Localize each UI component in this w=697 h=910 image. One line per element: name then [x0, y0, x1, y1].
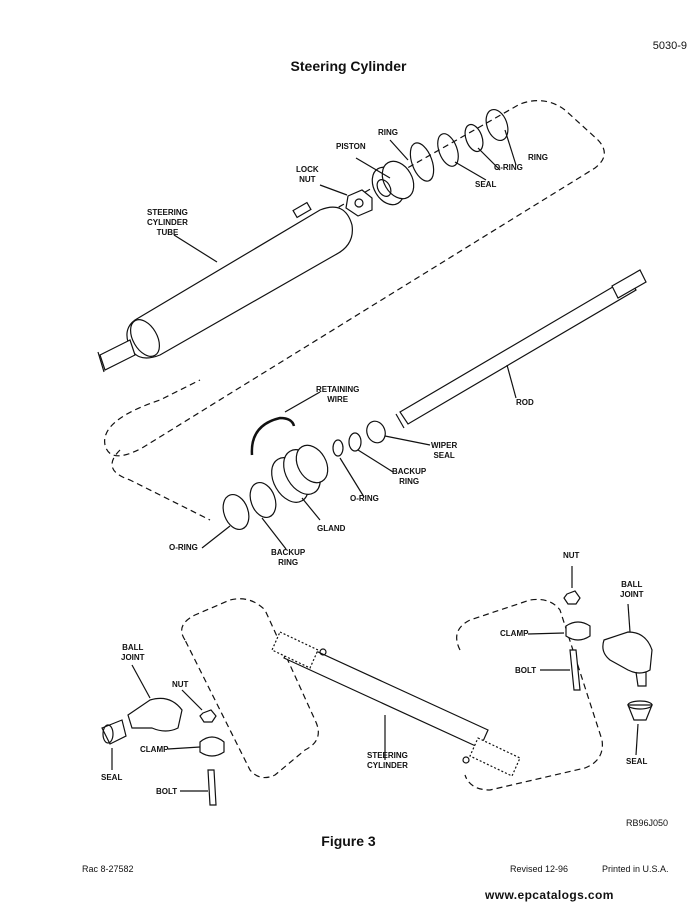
ring-right-shape	[485, 108, 509, 142]
label-rod: ROD	[516, 398, 534, 407]
assembly-path-lower	[111, 449, 211, 521]
label-steering-cylinder: STEERING CYLINDER	[367, 751, 408, 770]
cylinder-tube-shape	[97, 201, 353, 373]
label-lock-nut: LOCK NUT	[296, 165, 319, 184]
assembly-path-left	[181, 598, 319, 779]
ball-joint-left-shape	[127, 697, 183, 732]
seal-left-shape	[101, 719, 127, 745]
label-o-ring-left: O-RING	[169, 543, 198, 552]
steering-cylinder-shape	[271, 631, 521, 777]
page-number: 5030-9	[652, 40, 687, 52]
drawing-code: RB96J050	[626, 818, 669, 828]
assembly-path-upper	[104, 100, 605, 457]
label-ball-joint-right: BALL JOINT	[620, 580, 644, 599]
o-ring-left-shape	[222, 493, 250, 531]
backup-ring-left-shape	[249, 481, 277, 519]
label-nut-right: NUT	[563, 551, 580, 560]
clamp-right-shape	[565, 621, 591, 641]
label-piston: PISTON	[336, 142, 366, 151]
label-bolt-left: BOLT	[156, 787, 178, 796]
label-backup-ring-left: BACKUP RING	[271, 548, 306, 567]
nut-left-shape	[199, 709, 217, 723]
watermark-url: www.epcatalogs.com	[485, 888, 614, 902]
label-ring-top: RING	[378, 128, 398, 137]
rod-shape	[395, 269, 647, 429]
wiper-seal-shape	[366, 420, 386, 444]
ball-joint-right-shape	[602, 631, 653, 674]
label-seal-left: SEAL	[101, 773, 123, 782]
nut-right-shape	[563, 590, 581, 605]
label-ring-right: RING	[528, 153, 548, 162]
piston-shape	[371, 160, 415, 206]
ring-shape	[409, 142, 435, 182]
label-gland: GLAND	[317, 524, 346, 533]
clamp-left-shape	[199, 736, 225, 757]
retaining-wire-shape	[250, 416, 296, 456]
assembly-path-right	[456, 598, 603, 791]
label-clamp-right: CLAMP	[500, 629, 529, 638]
label-retaining-wire: RETAINING WIRE	[316, 385, 360, 404]
figure-caption: Figure 3	[321, 833, 376, 849]
label-o-ring-mid: O-RING	[350, 494, 379, 503]
o-ring-mid-shape	[332, 439, 344, 457]
label-backup-ring-mid: BACKUP RING	[392, 467, 427, 486]
backup-ring-mid-shape	[348, 432, 362, 452]
label-nut-left: NUT	[172, 680, 189, 689]
label-o-ring-top: O-RING	[494, 163, 523, 172]
lock-nut-shape	[345, 189, 373, 217]
page-title: Steering Cylinder	[290, 58, 407, 74]
footer-printed: Printed in U.S.A.	[602, 864, 669, 874]
footer-document-number: Rac 8-27582	[82, 864, 134, 874]
label-bolt-right: BOLT	[515, 666, 537, 675]
label-clamp-left: CLAMP	[140, 745, 169, 754]
label-seal-top: SEAL	[475, 180, 497, 189]
o-ring-shape	[464, 123, 484, 153]
gland-shape	[271, 444, 329, 503]
label-wiper-seal: WIPER SEAL	[431, 441, 458, 460]
label-ball-joint-left: BALL JOINT	[121, 643, 145, 662]
seal-shape	[437, 133, 459, 167]
label-cylinder-tube: STEERING CYLINDER TUBE	[147, 208, 188, 237]
label-seal-right: SEAL	[626, 757, 648, 766]
footer-revised: Revised 12-96	[510, 864, 569, 874]
